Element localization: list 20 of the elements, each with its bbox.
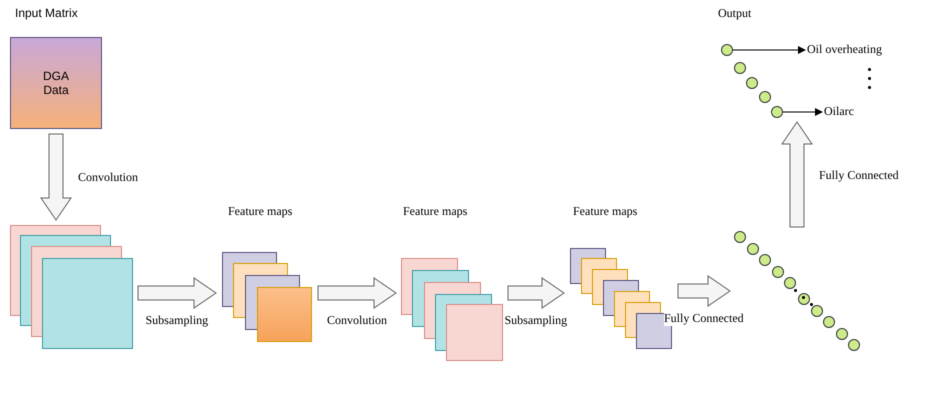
block-arrow bbox=[508, 277, 565, 309]
box-text: DGA Data bbox=[42, 69, 70, 97]
stack-heading: Feature maps bbox=[573, 204, 638, 219]
arrow bbox=[732, 46, 806, 54]
stack-heading: Feature maps bbox=[403, 204, 468, 219]
layer-heading: Output bbox=[718, 6, 752, 21]
edge-label: Fully Connected bbox=[819, 168, 899, 182]
block-arrow bbox=[678, 275, 731, 307]
edge-label: Fully Connected bbox=[664, 311, 744, 326]
input-heading: Input Matrix bbox=[15, 6, 78, 20]
edge-label: Subsampling bbox=[504, 313, 568, 328]
block-arrow bbox=[781, 121, 813, 228]
stack-heading: Feature maps bbox=[228, 204, 292, 219]
arrow bbox=[782, 108, 823, 116]
block-arrow bbox=[318, 277, 397, 309]
class-label: Oilarc bbox=[824, 104, 854, 119]
block-arrow bbox=[40, 134, 72, 221]
block-arrow bbox=[138, 277, 217, 309]
edge-label: Subsampling bbox=[146, 313, 208, 328]
class-label: Oil overheating bbox=[807, 42, 882, 57]
